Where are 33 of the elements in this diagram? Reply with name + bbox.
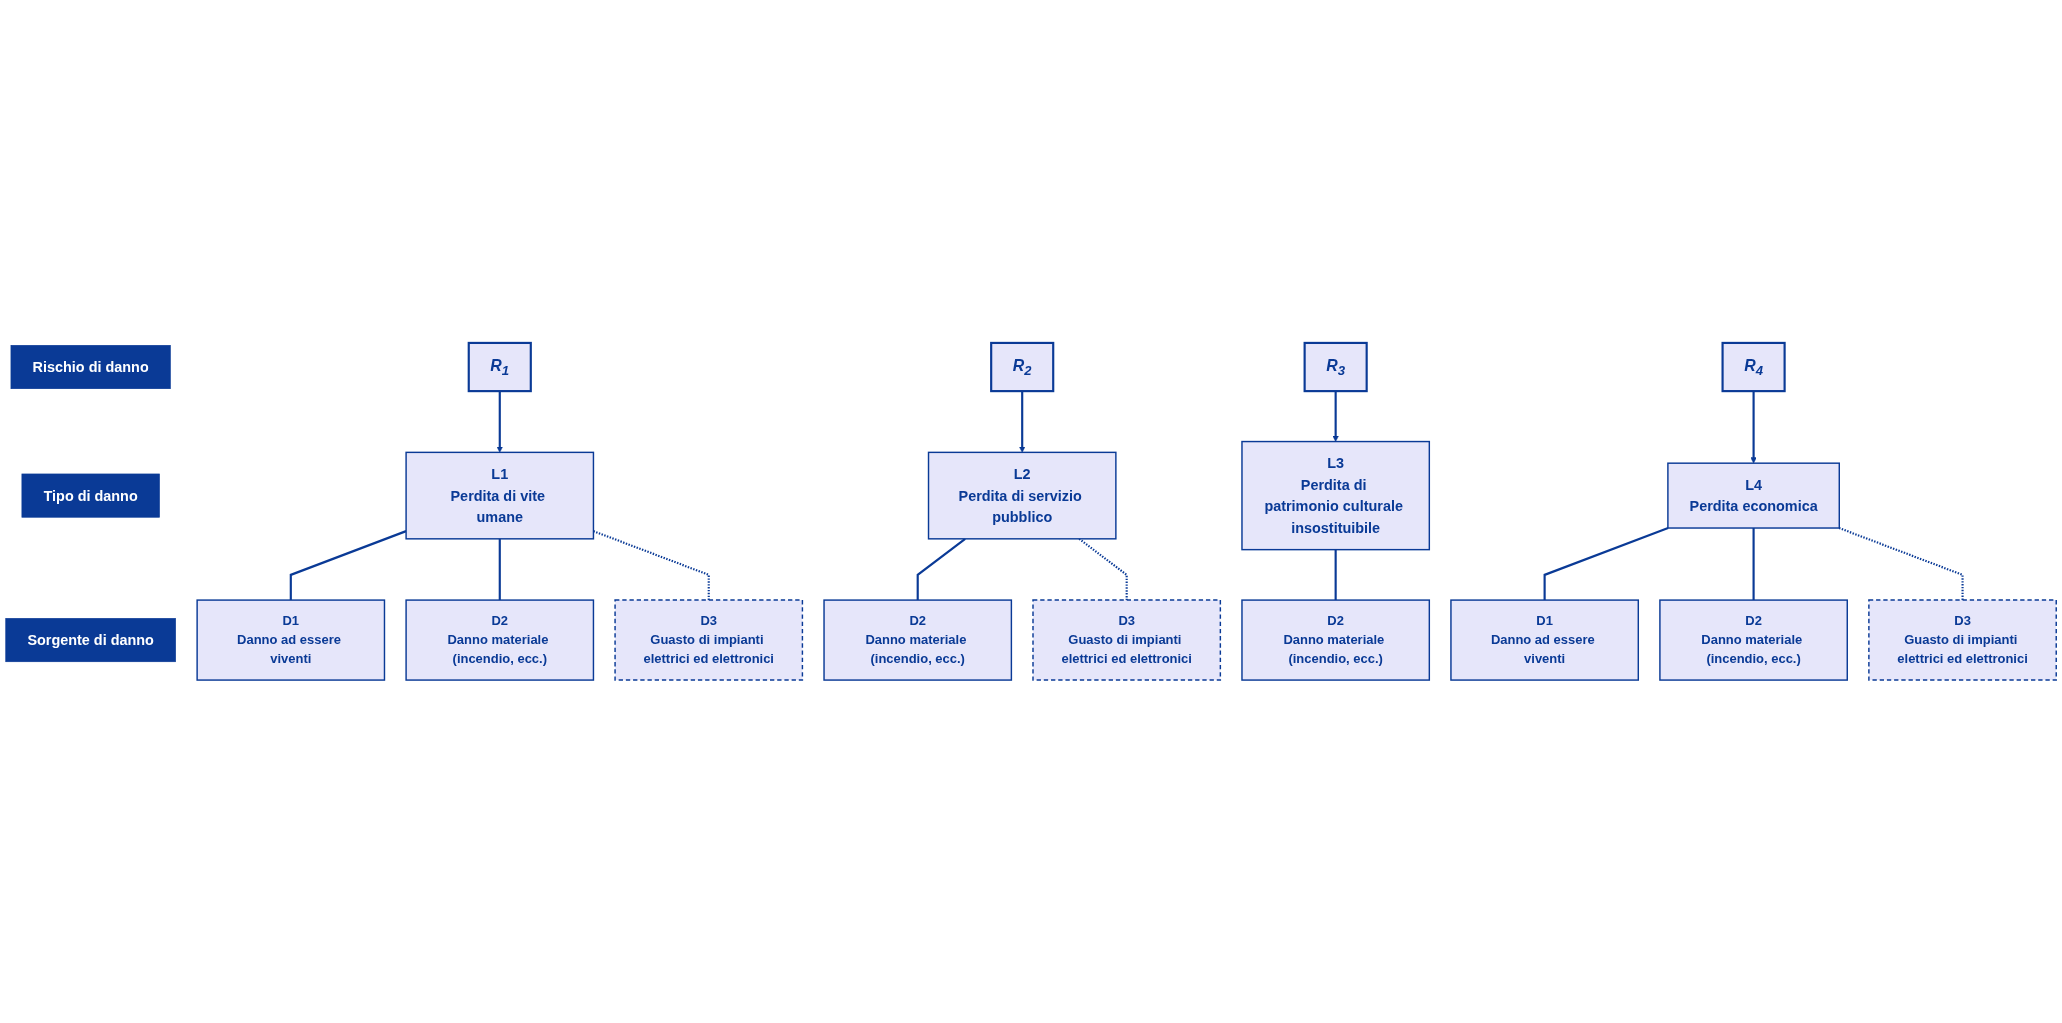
node-box: L2 Perdita di servizio pubblico bbox=[927, 451, 1117, 540]
arrow bbox=[1332, 391, 1339, 442]
node-box: D2 Danno materiale (incendio, ecc.) bbox=[823, 599, 1013, 681]
node-box: D2 Danno materiale (incendio, ecc.) bbox=[405, 599, 595, 681]
connector bbox=[1543, 527, 1669, 601]
node-box: R$_{4}$ bbox=[1721, 341, 1786, 393]
node-box: D3 Guasto di impianti elettrici ed elettronici bbox=[1868, 599, 2057, 681]
node-box: L4 Perdita economica bbox=[1667, 462, 1840, 529]
node-box: D1 Danno ad essere viventi bbox=[196, 599, 386, 681]
node-box: R$_{2}$ bbox=[990, 341, 1055, 393]
connector bbox=[1078, 538, 1128, 601]
node-box: L1 Perdita di vite umane bbox=[405, 451, 595, 540]
node-box: D1 Danno ad essere viventi bbox=[1450, 599, 1639, 681]
node-box: Tipo di danno bbox=[21, 473, 160, 518]
connector bbox=[1334, 549, 1337, 601]
node-box: Rischio di danno bbox=[10, 345, 171, 389]
node-box: D2 Danno materiale (incendio, ecc.) bbox=[1241, 599, 1431, 681]
node-box: Sorgente di danno bbox=[5, 618, 176, 663]
arrow bbox=[1019, 391, 1026, 453]
connector bbox=[916, 538, 966, 601]
connector bbox=[498, 538, 501, 601]
node-box: D3 Guasto di impianti elettrici ed elettronici bbox=[1032, 599, 1222, 681]
connector bbox=[593, 530, 710, 601]
connector bbox=[1838, 527, 1964, 601]
connector bbox=[1752, 528, 1755, 601]
node-box: R$_{1}$ bbox=[467, 341, 532, 393]
node-box: R$_{3}$ bbox=[1303, 341, 1368, 393]
node-box: L3 Perdita di patrimonio culturale insostituibile bbox=[1241, 440, 1431, 551]
node-box: D2 Danno materiale (incendio, ecc.) bbox=[1659, 599, 1848, 681]
arrow bbox=[496, 391, 503, 453]
node-box: D3 Guasto di impianti elettrici ed elettronici bbox=[614, 599, 804, 681]
connector bbox=[289, 530, 407, 601]
arrow bbox=[1750, 391, 1757, 464]
